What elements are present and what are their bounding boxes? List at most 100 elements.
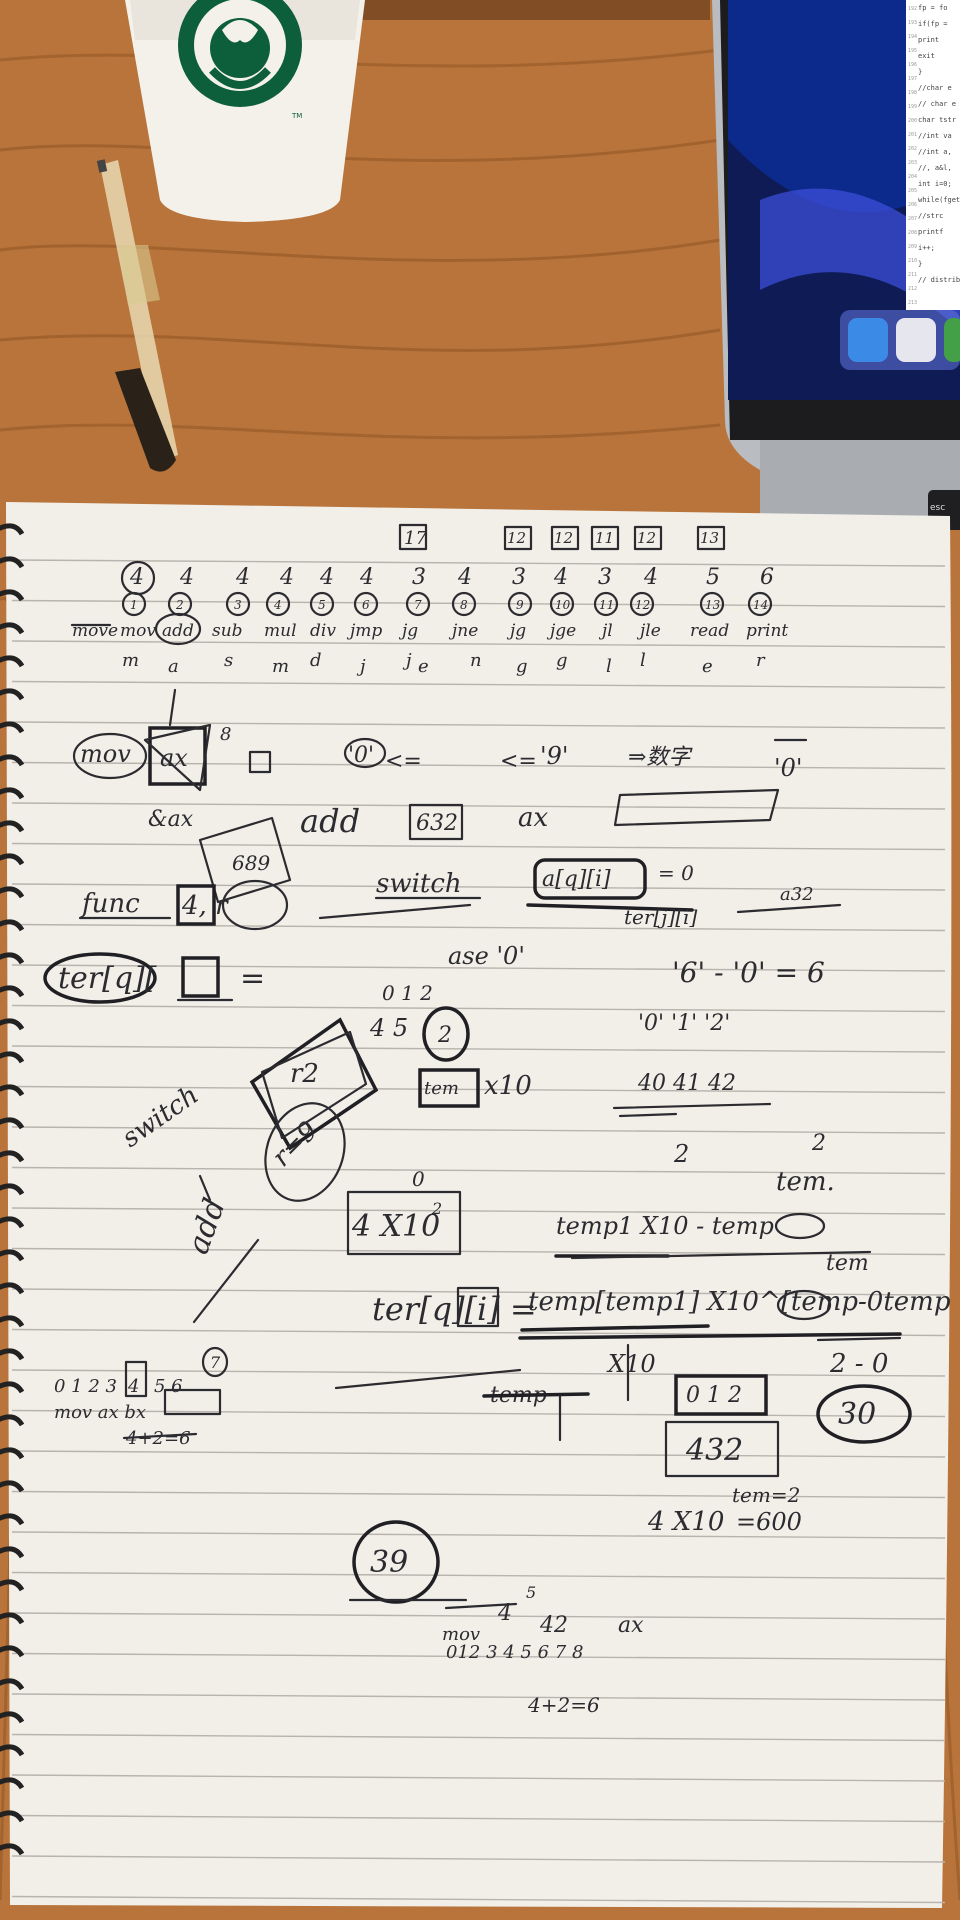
spiral-ring [0,589,25,602]
sum-426: 4+2=6 [125,1428,191,1449]
two-a: 2 [673,1140,689,1168]
op-number-circle [265,591,291,617]
op-number-circle [121,591,147,617]
code-line: //int a, [918,148,952,156]
spiral-ring [0,853,25,866]
op-number: 1 [130,598,138,612]
op-number: 13 [705,598,721,612]
eight-mark: 8 [220,724,231,745]
opcode: mul [264,621,297,641]
op-number-circle [405,591,431,617]
spiral-ring [0,919,25,932]
ruled-line [11,842,946,851]
box-012: 0 1 2 [686,1383,742,1408]
opcode-letter: j [402,650,412,671]
equals-zero: = 0 [658,861,694,885]
op-number: 10 [555,598,571,612]
code-line: //, a&l, [918,164,952,172]
op-number-circle [593,591,619,617]
opcode: div [310,621,336,641]
wood-dark-band [290,0,710,20]
a32-note: a32 [780,884,814,905]
arg-count: 4 [457,565,472,590]
top-num-5: 12 [637,529,656,547]
opcode: sub [212,621,243,641]
case-expr: a[q][i] [542,867,611,892]
ruled-line [11,1612,946,1620]
top-num-1: 17 [404,528,427,549]
line-number: 200 [908,118,917,124]
ruled-line [11,680,946,689]
ax-register: ax [160,744,188,772]
line-number: 199 [908,104,917,110]
op-number: 9 [516,598,524,612]
circle-two: 2 [437,1023,452,1048]
opcode-letter: a [168,656,179,677]
ruled-line [11,761,946,770]
code-line: printf [918,228,943,236]
leq-sign: <= [385,749,422,774]
line-number: 198 [908,90,917,96]
line-number: 212 [908,286,917,292]
arg-count: 3 [412,565,426,590]
line-number: 192 [908,6,917,12]
top-num-3: 12 [554,529,573,547]
arg-count: 3 [598,565,612,590]
spiral-ring [0,1645,25,1658]
switch-word: switch [376,869,462,899]
spiral-ring [0,1546,25,1559]
spiral-ring [0,1711,25,1724]
box-4x10: 4 X10 [351,1209,440,1244]
line-number: 201 [908,132,917,138]
arg-count: 4 [553,565,568,590]
digits-012: 0 1 2 [382,981,433,1005]
spiral-ring [0,1084,25,1097]
code-line: //char e [918,84,952,92]
six-minus-zero: '6' - '0' = 6 [672,956,825,989]
opcode: jle [636,621,661,641]
equals-600: =600 [736,1508,802,1536]
starbucks-logo-icon [178,0,302,107]
ruled-line [11,1814,946,1823]
line-number: 194 [908,34,917,40]
code-line: } [918,68,922,76]
op-number-circle [699,591,725,617]
ruled-line [11,1774,946,1782]
spiral-ring [0,1777,25,1790]
op-number: 14 [753,598,768,612]
spiral-ring [0,886,25,899]
code-line: int i=0; [918,180,952,188]
spiral-ring [0,1216,25,1229]
op-number-circle [507,591,533,617]
line-number: 202 [908,146,917,152]
spiral-ring [0,754,25,767]
spiral-ring [0,1612,25,1625]
ter-full: ter[q][i] = [372,1290,537,1328]
opcode: jl [598,621,613,641]
ruled-line [11,1531,946,1539]
spiral-ring [0,1447,25,1460]
ter-expr: ter[j][i] [624,905,697,929]
line-number: 195 [908,48,917,54]
box-689: 689 [232,851,270,875]
ruled-line [11,1004,946,1013]
ruled-line [11,1045,946,1053]
op-number-circle [549,591,575,617]
arg-count: 6 [760,565,774,590]
ruled-line [11,923,946,932]
esc-key-label: esc [930,503,945,513]
op-number: 11 [599,598,614,612]
spiral-ring [0,1810,25,1823]
tem-equals-2: tem=2 [732,1483,800,1507]
top-num-6: 13 [700,529,719,547]
line-number: 204 [908,174,917,180]
spiral-ring [0,1744,25,1757]
chars-012: '0' '1' '2' [638,1011,730,1036]
op-number-circle [451,591,477,617]
func-word: func [80,889,140,919]
op-number-circle [309,591,335,617]
finder-icon [848,318,888,362]
